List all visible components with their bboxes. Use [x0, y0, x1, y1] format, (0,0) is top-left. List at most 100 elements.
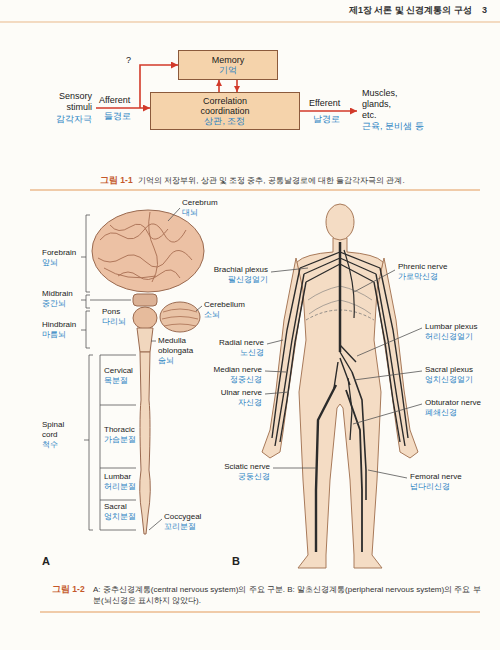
- nerve-label: Median nerve: [214, 365, 262, 375]
- median-nerve-drawing: [275, 274, 405, 446]
- nerve-label: 팔신경얼기: [228, 275, 268, 285]
- nerve-label: 노신경: [240, 348, 264, 358]
- part-label: Hindbrain: [42, 320, 76, 330]
- page-number: 3: [482, 5, 487, 16]
- part-label: 다리뇌: [102, 317, 126, 327]
- afferent-arrow: [96, 107, 150, 109]
- leader-line: [151, 341, 156, 342]
- header-rule: [0, 22, 500, 23]
- nerve-label: 궁둥신경: [238, 472, 270, 482]
- part-label: Spinal cord: [42, 420, 82, 440]
- nerve-label: 넙다리신경: [410, 482, 450, 492]
- gyrus-line: [98, 250, 192, 267]
- figure-number: 그림 1-1: [100, 175, 133, 186]
- box-text: Memory: [212, 55, 245, 65]
- process-box: Memory기억: [178, 50, 278, 80]
- nerve-label: Phrenic nerve: [398, 262, 447, 272]
- folia-line: [162, 309, 198, 326]
- part-label: Cerebellum: [204, 300, 245, 310]
- obturator-nerve-drawing: [348, 378, 352, 440]
- efferent-arrow: [300, 110, 357, 112]
- leader-line: [168, 208, 180, 221]
- leader-line: [368, 470, 407, 478]
- leader-line: [265, 392, 289, 394]
- leader-line: [353, 404, 422, 424]
- input-label: Sensory stimuli: [44, 91, 92, 113]
- midbrain-drawing: [133, 294, 157, 306]
- pons-drawing: [133, 307, 157, 329]
- box-text: 기억: [219, 65, 237, 75]
- leader-line: [271, 268, 308, 272]
- sciatic-nerve-drawing: [316, 385, 336, 552]
- leader-line: [265, 371, 286, 372]
- part-label: Medulla oblongata: [158, 336, 204, 356]
- spinal-cord-drawing: [140, 352, 151, 534]
- pathway-label: 들경로: [104, 111, 131, 122]
- radial-nerve-drawing: [272, 268, 408, 438]
- nerve-label: Sciatic nerve: [224, 462, 270, 472]
- question-mark: ?: [126, 55, 131, 66]
- nerve-label: Obturator nerve: [425, 398, 481, 408]
- nerve-label: Lumbar plexus: [425, 322, 477, 332]
- phrenic-nerve-drawing: [344, 250, 354, 318]
- leader-line: [354, 270, 395, 292]
- pathway-label: Afferent: [99, 95, 130, 106]
- box-text: Correlation coordination: [188, 96, 262, 116]
- sciatic-nerve-drawing: [346, 390, 362, 552]
- segment-bracket: [100, 355, 136, 530]
- part-label: 중간뇌: [42, 299, 66, 309]
- nerve-label: 정중신경: [230, 375, 262, 385]
- chapter-header: 제1장 서론 및 신경계통의 구성: [349, 5, 472, 16]
- figure-caption: 기억의 저장부위, 상관 및 조정 중추, 공통날경로에 대한 들감각자극의 관…: [138, 175, 488, 186]
- segment-label: 허리분절: [104, 482, 136, 492]
- nerve-label: 폐쇄신경: [425, 408, 457, 418]
- part-label: 대뇌: [182, 208, 198, 218]
- nerve-label: 자신경: [238, 398, 262, 408]
- femoral-nerve-drawing: [352, 372, 366, 500]
- segment-label: Sacral: [104, 502, 127, 512]
- leader-line: [267, 340, 283, 344]
- leader-line: [149, 519, 162, 530]
- leader-line: [357, 328, 422, 356]
- bracket: [81, 295, 131, 308]
- part-label: Cerebrum: [182, 198, 218, 208]
- lateral-sulcus: [104, 268, 156, 278]
- segment-label: Coccygeal: [164, 512, 201, 522]
- segment-label: Cervical: [104, 366, 133, 376]
- segment-label: 꼬리분절: [164, 522, 196, 532]
- brachial-plexus-drawing: [300, 252, 380, 282]
- gyrus-line: [100, 224, 186, 242]
- nerve-label: 가로막신경: [398, 272, 438, 282]
- nerve-label: Brachial plexus: [214, 265, 268, 275]
- flow-arrow: [218, 80, 220, 92]
- segment-label: Thoracic: [104, 425, 135, 435]
- central-sulcus: [149, 212, 158, 282]
- cerebellum-drawing: [160, 302, 200, 332]
- pathway-label: Efferent: [309, 98, 340, 109]
- part-label: 척수: [42, 440, 58, 450]
- nerve-label: 엉치신경얼기: [425, 375, 473, 385]
- segment-label: Lumbar: [104, 472, 131, 482]
- input-label: 감각자극: [56, 114, 92, 125]
- nerve-label: Sacral plexus: [425, 365, 473, 375]
- cerebrum-drawing: [92, 210, 204, 292]
- bracket: [81, 311, 90, 348]
- panel-letter: B: [232, 555, 240, 567]
- gyrus-line: [118, 270, 180, 280]
- leader-line: [273, 468, 316, 469]
- leader-line: [354, 371, 422, 380]
- nerve-label: Radial nerve: [219, 338, 264, 348]
- pathway-label: 날경로: [313, 114, 340, 125]
- gyrus-line: [110, 224, 168, 239]
- body-outline: [297, 238, 383, 568]
- segment-label: 엉치분절: [104, 512, 136, 522]
- caption-rule: [30, 190, 480, 191]
- segment-label: 목분절: [104, 376, 128, 386]
- lumbar-plexus-drawing: [340, 345, 356, 372]
- head-outline: [326, 204, 354, 240]
- bracket: [81, 215, 90, 292]
- ulnar-nerve-drawing: [280, 282, 400, 442]
- part-label: Pons: [102, 307, 120, 317]
- process-box: Correlation coordination상관, 조정: [150, 92, 300, 130]
